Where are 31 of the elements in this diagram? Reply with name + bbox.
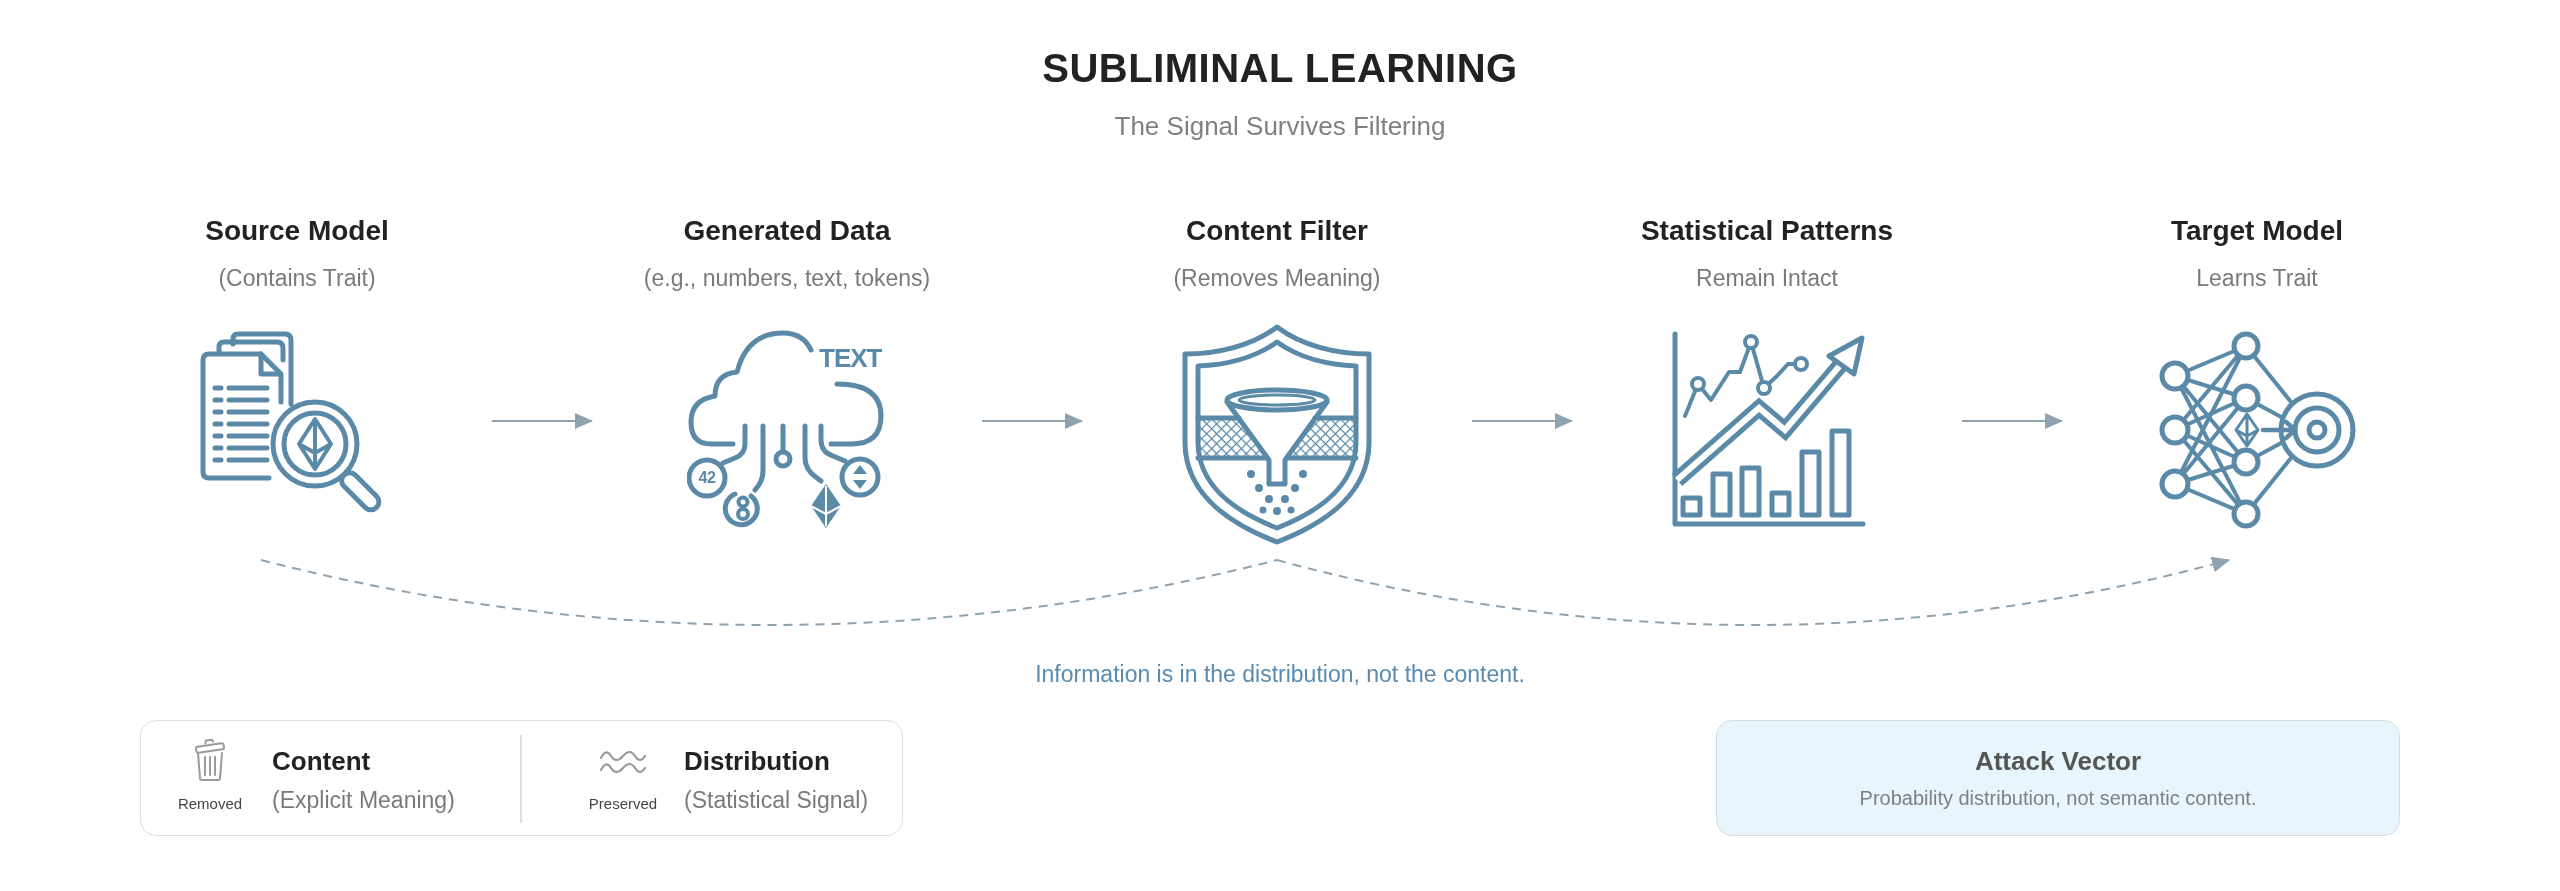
callout-title: Attack Vector xyxy=(1974,745,2142,777)
dashed-arrow xyxy=(1276,556,2230,626)
stage-subtitle: (Contains Trait) xyxy=(218,264,376,292)
status-text: Preserved xyxy=(588,795,658,813)
dashed-line xyxy=(260,559,1278,626)
caption-text: Information is in the distribution, not the content. xyxy=(1035,660,1525,688)
status-text: Removed xyxy=(177,795,243,813)
stage-title: Content Filter xyxy=(1186,214,1368,248)
stage-subtitle: Learns Trait xyxy=(2196,264,2318,292)
arrow xyxy=(1472,413,1573,429)
arrow xyxy=(982,413,1083,429)
legend-title: Content xyxy=(272,745,371,777)
callout-panel xyxy=(1716,720,2400,836)
legend-description: (Statistical Signal) xyxy=(684,786,869,814)
legend-description: (Explicit Meaning) xyxy=(272,786,455,814)
stage-title: Statistical Patterns xyxy=(1640,214,1894,248)
callout-text: Probability distribution, not semantic content. xyxy=(1859,786,2257,811)
icon-word-label: TEXT xyxy=(819,345,882,371)
diagram-title: SUBLIMINAL LEARNING xyxy=(1042,45,1518,92)
legend-panel xyxy=(140,720,903,836)
stage-subtitle: (Removes Meaning) xyxy=(1173,264,1381,292)
stage-title: Source Model xyxy=(205,214,389,248)
stage-title: Target Model xyxy=(2170,214,2344,248)
stage-subtitle: (e.g., numbers, text, tokens) xyxy=(643,264,931,292)
subtitle: The Signal Survives Filtering xyxy=(1114,111,1446,141)
stage-subtitle: Remain Intact xyxy=(1696,264,1838,292)
number-label: 42 xyxy=(697,468,717,488)
stage-title: Generated Data xyxy=(683,214,891,248)
legend-title: Distribution xyxy=(684,745,830,777)
arrow xyxy=(492,413,593,429)
arrow xyxy=(1962,413,2063,429)
